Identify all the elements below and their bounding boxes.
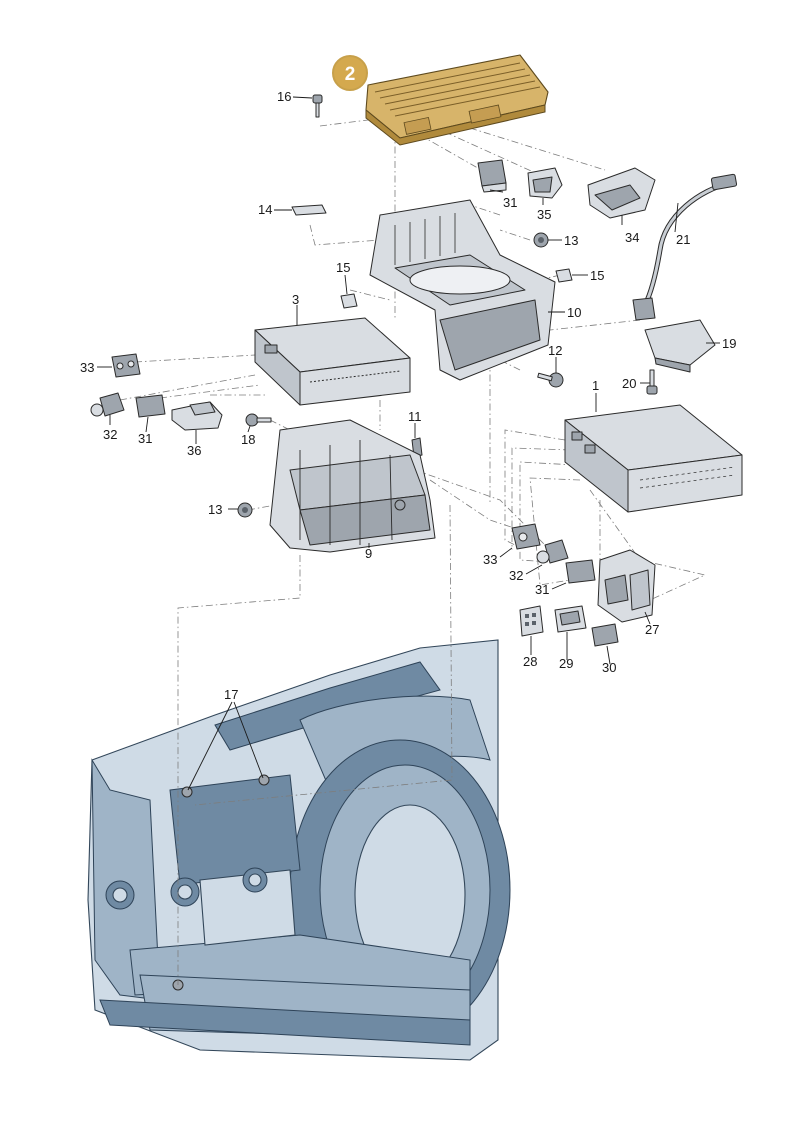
callout-1: 1	[592, 378, 599, 393]
part-31-connector-right[interactable]	[565, 559, 596, 584]
part-10-bracket[interactable]	[369, 199, 556, 381]
part-34-connector[interactable]	[587, 167, 656, 219]
part-13-nut-lower[interactable]	[237, 502, 253, 518]
callout-32: 32	[103, 427, 117, 442]
vehicle-trunk-body	[87, 639, 511, 1061]
part-21-antenna-cable[interactable]	[632, 173, 738, 321]
callout-14: 14	[258, 202, 272, 217]
part-1-radio-unit[interactable]	[564, 404, 743, 513]
part-16-screw[interactable]	[312, 94, 323, 118]
callout-27: 27	[645, 622, 659, 637]
callout-35: 35	[537, 207, 551, 222]
part-33-connector-right[interactable]	[511, 523, 541, 550]
callout-32: 32	[509, 568, 523, 583]
callout-29: 29	[559, 656, 573, 671]
part-9-bracket[interactable]	[269, 419, 436, 553]
part-19-module[interactable]	[644, 319, 716, 373]
callout-33: 33	[80, 360, 94, 375]
callout-13: 13	[564, 233, 578, 248]
callout-15: 15	[336, 260, 350, 275]
callout-19: 19	[722, 336, 736, 351]
callout-12: 12	[548, 343, 562, 358]
callout-15: 15	[590, 268, 604, 283]
callout-10: 10	[567, 305, 581, 320]
callout-2: 2	[345, 64, 356, 85]
part-15-clip-right[interactable]	[555, 268, 573, 283]
part-27-housing[interactable]	[597, 549, 656, 623]
callout-21: 21	[676, 232, 690, 247]
part-31-connector-left[interactable]	[135, 394, 166, 418]
part-3-control-unit[interactable]	[254, 317, 411, 406]
part-36-clip[interactable]	[171, 401, 223, 431]
part-29-connector[interactable]	[554, 605, 587, 633]
callout-13: 13	[208, 502, 222, 517]
part-12-bolt[interactable]	[537, 372, 564, 388]
callout-3: 3	[292, 292, 299, 307]
part-28-connector[interactable]	[519, 605, 544, 637]
part-30-connector[interactable]	[591, 623, 619, 647]
callout-31: 31	[138, 431, 152, 446]
callout-18: 18	[241, 432, 255, 447]
leader-lines	[97, 96, 720, 791]
callout-33: 33	[483, 552, 497, 567]
callout-31: 31	[503, 195, 517, 210]
callout-11: 11	[408, 409, 422, 424]
part-15-clip-left[interactable]	[340, 293, 358, 309]
part-14-pad[interactable]	[291, 204, 327, 216]
part-2-amplifier[interactable]	[365, 54, 549, 146]
callout-9: 9	[365, 546, 372, 561]
part-13-nut-upper[interactable]	[533, 232, 549, 248]
part-32-connector-right[interactable]	[536, 539, 569, 564]
callout-36: 36	[187, 443, 201, 458]
callout-16: 16	[277, 89, 291, 104]
callout-20: 20	[622, 376, 636, 391]
callout-30: 30	[602, 660, 616, 675]
callout-17: 17	[224, 687, 238, 702]
part-20-screw[interactable]	[646, 369, 658, 395]
highlight-badge[interactable]: 2	[332, 55, 368, 91]
callout-34: 34	[625, 230, 639, 245]
part-31-connector-top[interactable]	[477, 159, 507, 193]
callout-labels: 16 14 31 35 34 21 13 15 15 10 3 19 12 33…	[80, 89, 736, 702]
callout-28: 28	[523, 654, 537, 669]
callout-31: 31	[535, 582, 549, 597]
part-33-connector-left[interactable]	[111, 353, 141, 378]
part-32-connector-left[interactable]	[90, 392, 125, 417]
part-35-connector[interactable]	[527, 167, 563, 199]
part-18-screw[interactable]	[245, 413, 272, 427]
